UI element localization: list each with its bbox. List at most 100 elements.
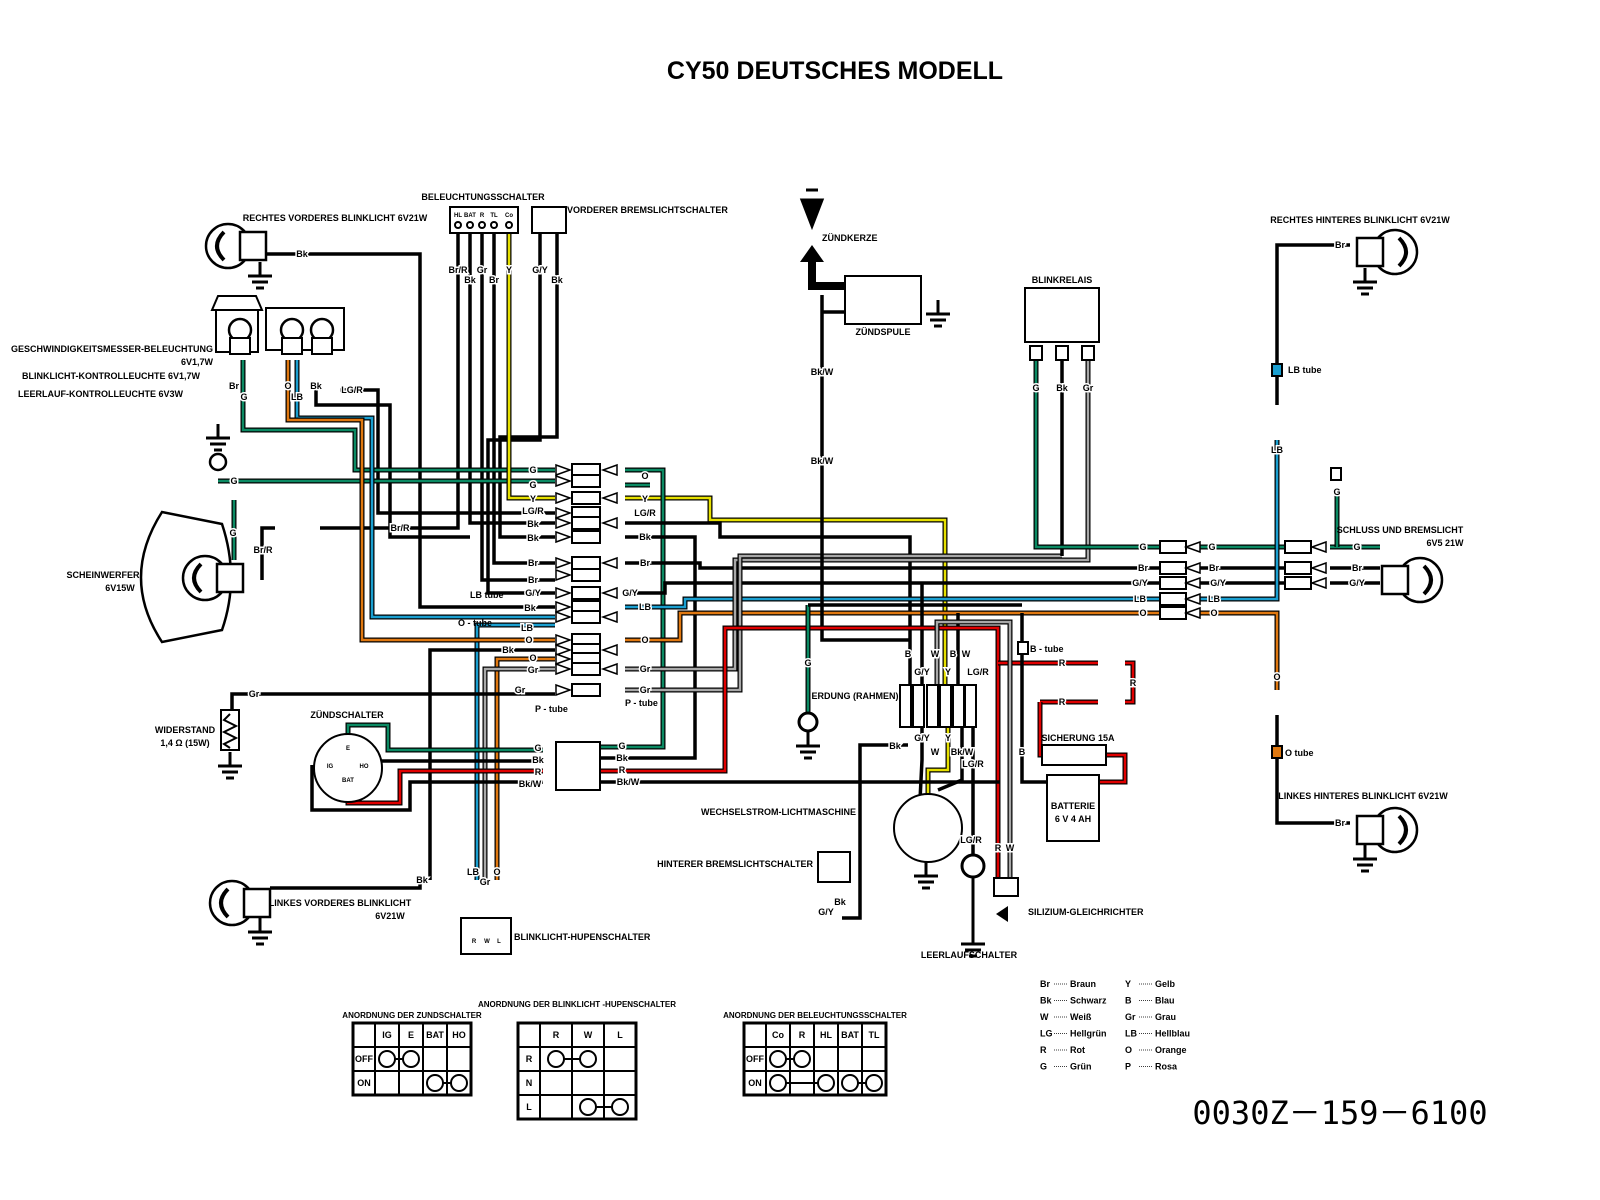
switch-table: ANORDNUNG DER BLINKLICHT -HUPENSCHALTERR… (478, 1000, 676, 1121)
legend-code: LG (1040, 1029, 1053, 1039)
table-column-header: R (799, 1030, 806, 1040)
legend-code: Gr (1125, 1012, 1136, 1022)
table-column-header: E (408, 1030, 414, 1040)
battery-body (1046, 774, 1100, 842)
wire-color-label: O (1210, 608, 1217, 618)
legend-code: Bk (1040, 996, 1052, 1006)
tube-label: B - tube (1030, 644, 1064, 654)
connector-pin-icon (555, 516, 573, 530)
wire-color-label: G (804, 658, 811, 668)
legend-code: R (1040, 1045, 1047, 1055)
tube-label: O - tube (458, 618, 492, 628)
table-row-label: OFF (355, 1054, 373, 1064)
connector (571, 491, 601, 505)
wire-bk (480, 230, 555, 582)
lighting-switch-label: BELEUCHTUNGSSCHALTER (421, 192, 545, 202)
wire-color-label: LG/R (341, 385, 363, 395)
table-title: ANORDNUNG DER ZUNDSCHALTER (342, 1011, 482, 1020)
connector-pin-icon (600, 610, 618, 624)
table-column-header: BAT (841, 1030, 859, 1040)
wire-color-label: Br (489, 275, 499, 285)
wire-color-label: Br (1352, 563, 1362, 573)
wire-color-label: O (529, 653, 536, 663)
legend-name: Grau (1155, 1012, 1176, 1022)
table-column-header: HL (820, 1030, 832, 1040)
legend-name: Rot (1070, 1045, 1085, 1055)
wire-color-label: G (229, 528, 236, 538)
wire-color-label: Gr (1083, 383, 1094, 393)
connector-pin-icon (555, 683, 573, 697)
wire-color-label: Bk (639, 532, 651, 542)
wire-lb (295, 360, 555, 619)
legend-name: Hellgrün (1070, 1029, 1107, 1039)
neutral-switch-icon (960, 853, 986, 879)
relay-terminal (1081, 345, 1095, 361)
wire-color-label: LG/R (960, 835, 982, 845)
wire-r (1125, 661, 1135, 704)
wire-y (507, 230, 555, 500)
horn-switch-label: BLINKLICHT-HUPENSCHALTER (514, 932, 651, 942)
wire-color-label: G (529, 480, 536, 490)
ignition-switch-icon[interactable] (313, 733, 383, 803)
wire-color-label: Bk/W (617, 777, 640, 787)
wire-color-label: Gr (515, 685, 526, 695)
wire-color-label: Gr (640, 685, 651, 695)
ground-label: ERDUNG (RAHMEN) (812, 691, 899, 701)
ground-icon (206, 424, 230, 452)
wire-color-label: LB (291, 392, 303, 402)
table-title: ANORDNUNG DER BLINKLICHT -HUPENSCHALTER (478, 1000, 676, 1009)
wire-color-label: Bk (527, 533, 539, 543)
diode-icon (996, 906, 1008, 922)
wire-color-label: Br (1335, 240, 1345, 250)
wire-color-label: Bk/W (811, 367, 834, 377)
wire-color-label: G (240, 392, 247, 402)
wire-color-label: Bk (551, 275, 563, 285)
table-title: ANORDNUNG DER BELEUCHTUNGSSCHALTER (723, 1011, 907, 1020)
connector-pin-icon (600, 586, 618, 600)
alternator-connector (939, 684, 952, 728)
table-row-label: ON (357, 1078, 371, 1088)
legend-name: Blau (1155, 996, 1175, 1006)
wire-color-label: Br (528, 575, 538, 585)
wire-color-label: G (618, 741, 625, 751)
wire-color-label: Bk (416, 875, 428, 885)
connector (1284, 576, 1312, 590)
legend-code: LB (1125, 1029, 1137, 1039)
wire-color-label: O (1139, 608, 1146, 618)
neutral-indicator-label: LEERLAUF-KONTROLLEUCHTE 6V3W (18, 389, 184, 399)
label: IG (327, 764, 334, 770)
connector-pin-icon (555, 506, 573, 520)
wire-outline (625, 495, 948, 690)
connector (571, 474, 601, 488)
connector-pin-icon (555, 633, 573, 647)
connector-pin-icon (555, 643, 573, 657)
wire-color-label: LG/R (522, 506, 544, 516)
tube-label: P - tube (535, 704, 568, 714)
ignition-switch-label: ZÜNDSCHALTER (310, 710, 384, 720)
label: Co (505, 213, 513, 219)
connector (1159, 576, 1187, 590)
connector-pin-icon (555, 586, 573, 600)
ground-icon (914, 862, 938, 890)
label: TL (490, 213, 498, 219)
wire-lb (1200, 440, 1279, 601)
connector-pin-icon (1183, 540, 1201, 554)
ground-icon (248, 262, 272, 290)
left-front-blinker-label: LINKES VORDERES BLINKLICHT (269, 898, 412, 908)
wire-lb (475, 623, 555, 880)
wire-outline (1033, 360, 1160, 550)
legend-name: Gelb (1155, 979, 1176, 989)
wire-bk (625, 561, 1160, 570)
wire-gr (625, 360, 1090, 671)
ground-icon (1353, 268, 1377, 296)
wire-color-label: W (962, 649, 971, 659)
wire-color-label: R (535, 767, 542, 777)
wire-color-label: Bk (532, 755, 544, 765)
wire-o (1200, 611, 1279, 690)
fuse-holder (1041, 744, 1107, 766)
wire-color-label: G/Y (914, 667, 930, 677)
label: L (497, 939, 501, 945)
wire-color-label: B (950, 649, 957, 659)
wire-color-label: Br/R (448, 265, 468, 275)
